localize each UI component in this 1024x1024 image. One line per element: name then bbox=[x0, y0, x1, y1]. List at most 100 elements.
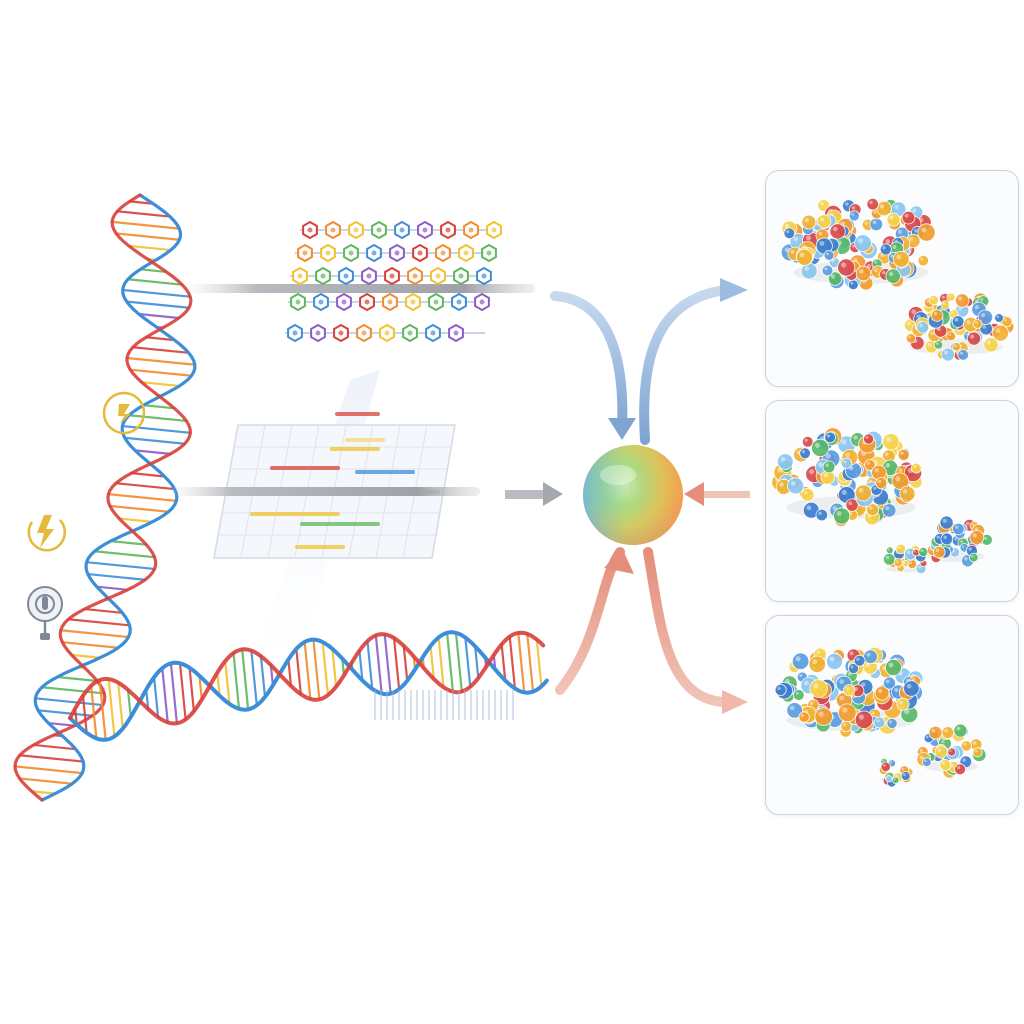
atom-highlight bbox=[839, 695, 845, 701]
protein-atom bbox=[845, 498, 859, 512]
atom-highlight bbox=[829, 656, 835, 662]
atom-highlight bbox=[884, 452, 889, 457]
energy-badge-icon bbox=[102, 391, 146, 435]
residue-dot bbox=[315, 330, 321, 336]
protein-atom bbox=[774, 684, 787, 697]
atom-highlight bbox=[864, 221, 868, 225]
protein-atom bbox=[801, 435, 814, 448]
arrow-chain-to-sphere bbox=[550, 291, 628, 435]
protein-atom bbox=[899, 485, 916, 502]
residue-dot bbox=[479, 299, 485, 305]
base-pair bbox=[508, 635, 517, 690]
base-pair bbox=[331, 647, 338, 688]
atom-highlight bbox=[841, 489, 847, 495]
base-pair bbox=[121, 424, 192, 434]
atom-highlight bbox=[939, 352, 942, 355]
atom-highlight bbox=[936, 342, 939, 345]
base-pair bbox=[130, 472, 166, 478]
base-pair bbox=[535, 638, 543, 688]
arrow-sphere-to-panel-1-tip bbox=[720, 278, 748, 302]
protein-atom bbox=[951, 342, 962, 352]
atom-highlight bbox=[960, 540, 963, 544]
atom-highlight bbox=[841, 439, 847, 445]
atom-highlight bbox=[815, 442, 821, 448]
protein-atom bbox=[953, 723, 968, 738]
base-pair bbox=[67, 618, 131, 627]
residue-dot bbox=[463, 250, 469, 256]
base-pair bbox=[402, 644, 409, 682]
atom-highlight bbox=[919, 755, 924, 760]
atom-highlight bbox=[804, 438, 808, 442]
protein-atom bbox=[952, 522, 965, 536]
protein-atom bbox=[837, 258, 856, 277]
residue-dot bbox=[384, 330, 390, 336]
residue-dot bbox=[412, 273, 418, 279]
base-pair bbox=[129, 368, 193, 377]
atom-highlight bbox=[941, 739, 945, 744]
base-pair bbox=[128, 414, 188, 423]
atom-highlight bbox=[818, 462, 824, 467]
base-pair bbox=[59, 629, 130, 639]
atom-highlight bbox=[983, 536, 987, 540]
atom-highlight bbox=[873, 486, 877, 490]
protein-atom bbox=[854, 484, 872, 502]
atom-highlight bbox=[836, 511, 842, 516]
protein-atom bbox=[916, 321, 930, 334]
atom-highlight bbox=[845, 452, 850, 458]
protein-atom bbox=[905, 333, 916, 344]
atom-highlight bbox=[935, 548, 940, 553]
alignment-bar bbox=[250, 512, 340, 516]
atom-highlight bbox=[901, 767, 905, 771]
residue-dot bbox=[295, 299, 301, 305]
alignment-bar bbox=[270, 466, 340, 470]
atom-highlight bbox=[839, 679, 845, 684]
atom-highlight bbox=[804, 217, 809, 223]
atom-highlight bbox=[933, 312, 938, 316]
base-pair bbox=[295, 647, 302, 696]
base-pair bbox=[117, 681, 124, 730]
protein-atom bbox=[891, 472, 910, 490]
atom-highlight bbox=[954, 317, 959, 322]
protein-atom bbox=[823, 250, 835, 261]
atom-highlight bbox=[888, 720, 893, 724]
atom-highlight bbox=[879, 204, 885, 209]
atom-highlight bbox=[911, 677, 916, 682]
atom-highlight bbox=[809, 469, 815, 475]
protein-atom bbox=[934, 745, 948, 759]
atom-highlight bbox=[803, 490, 808, 495]
protein-atom bbox=[848, 210, 860, 222]
atom-highlight bbox=[820, 201, 824, 206]
atom-highlight bbox=[906, 683, 912, 689]
atom-highlight bbox=[777, 686, 781, 690]
protein-atom bbox=[787, 477, 805, 495]
protein-atom bbox=[847, 279, 859, 291]
atom-highlight bbox=[959, 351, 964, 355]
atom-highlight bbox=[942, 518, 947, 523]
protein-atom bbox=[879, 243, 892, 256]
base-pair bbox=[107, 677, 116, 738]
residue-dot bbox=[453, 330, 459, 336]
atom-highlight bbox=[913, 550, 916, 553]
atom-highlight bbox=[813, 683, 819, 689]
base-pair bbox=[125, 300, 190, 309]
helix-strand-b bbox=[68, 630, 546, 726]
residue-dot bbox=[435, 273, 441, 279]
arrow-panel-2-to-sphere bbox=[700, 491, 750, 498]
base-pair bbox=[464, 636, 472, 688]
atom-highlight bbox=[917, 565, 921, 569]
atom-highlight bbox=[833, 226, 838, 232]
atom-highlight bbox=[996, 315, 999, 318]
residue-dot bbox=[486, 250, 492, 256]
protein-atom bbox=[912, 548, 920, 557]
base-pair bbox=[392, 636, 401, 691]
atom-highlight bbox=[900, 451, 904, 455]
atom-highlight bbox=[847, 672, 852, 676]
protein-atom bbox=[854, 234, 872, 252]
base-pair bbox=[169, 662, 179, 725]
arrow-chain-to-sphere-tip bbox=[608, 418, 636, 440]
atom-highlight bbox=[971, 555, 974, 558]
atom-highlight bbox=[972, 741, 977, 745]
atom-highlight bbox=[885, 506, 890, 511]
protein-atom bbox=[972, 747, 983, 758]
atom-highlight bbox=[793, 236, 799, 242]
